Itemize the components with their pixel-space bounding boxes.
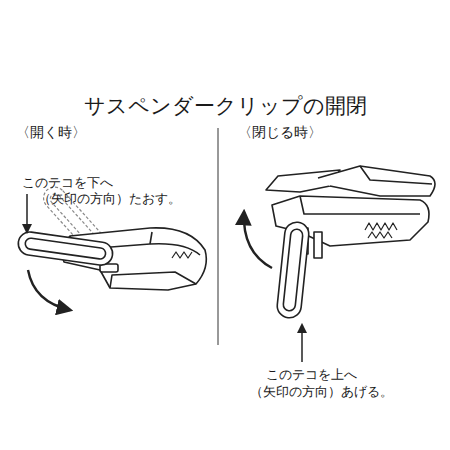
instruction-note: このテコを下へ (22, 175, 113, 190)
section-heading: 〈開く時〉 (16, 124, 86, 141)
rotation-arrow (28, 270, 70, 310)
pointer-arrow (301, 325, 303, 362)
section-heading: 〈閉じる時〉 (238, 124, 322, 141)
instruction-note: （矢印の方向）あげる。 (250, 384, 393, 399)
instruction-note: （矢印の方向）たおす。 (38, 191, 181, 206)
clip-open (266, 166, 435, 319)
diagram-title: サスペンダークリップの開閉 (84, 94, 367, 119)
rotation-arrow (244, 212, 272, 268)
pointer-arrow (26, 194, 28, 232)
divider-line (218, 128, 219, 345)
instruction-note: このテコを上へ (266, 367, 357, 382)
clip-closed (17, 183, 207, 290)
